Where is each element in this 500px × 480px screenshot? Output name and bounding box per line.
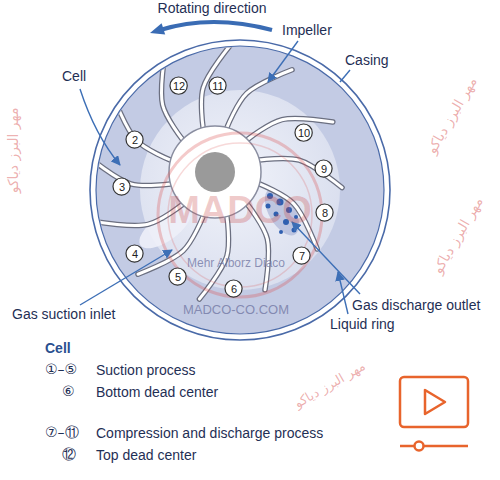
cell-number: 9 bbox=[314, 159, 333, 178]
part-label: Liquid ring bbox=[330, 316, 395, 333]
cell-number-text: 9 bbox=[321, 163, 327, 175]
casing bbox=[90, 40, 390, 340]
impeller-blade bbox=[162, 54, 183, 139]
suction-leader bbox=[80, 250, 172, 305]
impeller-blades bbox=[88, 45, 342, 299]
impeller-leader bbox=[268, 41, 298, 82]
part-label: Cell bbox=[62, 68, 86, 85]
cell-circle bbox=[126, 245, 143, 262]
cell-number-text: 7 bbox=[299, 250, 305, 262]
impeller-blade bbox=[259, 158, 342, 187]
watermark: مهر البرز دیاکو bbox=[423, 74, 480, 157]
cell-number: 6 bbox=[224, 279, 243, 298]
legend-heading: Cell bbox=[45, 340, 71, 357]
cell-number-text: 11 bbox=[212, 80, 223, 92]
discharge-leader bbox=[292, 222, 360, 294]
impeller-blade bbox=[88, 156, 171, 185]
impeller-blade bbox=[162, 54, 183, 139]
impeller-blade bbox=[113, 95, 171, 160]
watermark: مهر البرز دیاکو bbox=[292, 358, 369, 411]
cell-number: 5 bbox=[168, 267, 187, 286]
part-label: Impeller bbox=[282, 22, 332, 39]
cell-number-text: 4 bbox=[132, 248, 138, 260]
rotation-arrow bbox=[160, 22, 272, 30]
watermark: Mehr Alborz Diaco bbox=[187, 256, 285, 270]
cell-number: 4 bbox=[125, 244, 144, 263]
cell-number-text: 5 bbox=[175, 271, 181, 283]
legend-text: Bottom dead center bbox=[96, 384, 218, 401]
cell-number-text: 8 bbox=[322, 207, 328, 219]
watermark-ring bbox=[158, 133, 322, 297]
impeller-blade bbox=[259, 158, 342, 187]
cell-number: 11 bbox=[208, 76, 227, 95]
casing-leader bbox=[340, 70, 350, 82]
cell-number-text: 3 bbox=[119, 181, 125, 193]
direction-label: Rotating direction bbox=[158, 0, 267, 17]
callout-number: ⑥ bbox=[62, 383, 75, 400]
cell-number: 7 bbox=[292, 246, 311, 265]
callout-number: ⑫ bbox=[62, 446, 76, 463]
impeller-blade bbox=[201, 45, 230, 128]
watermark-ring bbox=[168, 143, 312, 287]
shaft bbox=[195, 152, 235, 192]
cell-circle bbox=[295, 124, 312, 141]
cell-circle bbox=[113, 178, 130, 195]
cell-circle bbox=[126, 131, 143, 148]
cell-number: 10 bbox=[294, 123, 313, 142]
impeller-blade bbox=[201, 45, 230, 128]
cell-number-text: 2 bbox=[132, 134, 138, 146]
part-label: Gas suction inlet bbox=[12, 306, 116, 323]
cell-circle bbox=[316, 204, 333, 221]
cell-circle bbox=[315, 160, 332, 177]
cell-number: 12 bbox=[169, 76, 188, 95]
cell-number: 3 bbox=[112, 177, 131, 196]
cell-circle bbox=[225, 280, 242, 297]
cell-number-text: 10 bbox=[298, 127, 310, 139]
cell-circle bbox=[170, 77, 187, 94]
legend-text: Compression and discharge process bbox=[96, 425, 323, 442]
part-label: Gas discharge outlet bbox=[352, 297, 480, 314]
cell-number-text: 12 bbox=[173, 80, 185, 92]
rotation-arrowhead bbox=[150, 23, 165, 34]
cell-leader bbox=[80, 89, 120, 165]
watermark: MADCO-CO.COM bbox=[183, 302, 289, 318]
cell-number-text: 6 bbox=[231, 283, 237, 295]
video-icon bbox=[400, 377, 468, 451]
watermark: مهر البرز دیاکو bbox=[429, 194, 486, 277]
cell-number: 2 bbox=[125, 130, 144, 149]
cell-circle bbox=[209, 77, 226, 94]
watermark: MADCO bbox=[168, 188, 312, 234]
liquid-ring bbox=[96, 46, 384, 334]
cell-circle bbox=[169, 268, 186, 285]
cell-circle bbox=[293, 247, 310, 264]
callout-range: ⑦–⑪ bbox=[45, 424, 79, 441]
impeller-blade bbox=[88, 156, 171, 185]
liquid-ring-leader bbox=[338, 272, 348, 314]
part-label: Casing bbox=[345, 52, 389, 69]
callout-range: ①–⑤ bbox=[45, 361, 77, 378]
watermark: مهر البرز دیاکو bbox=[6, 107, 23, 193]
legend-text: Top dead center bbox=[96, 447, 196, 464]
cell-number: 8 bbox=[315, 203, 334, 222]
legend-text: Suction process bbox=[96, 362, 196, 379]
impeller-blade bbox=[113, 95, 171, 160]
